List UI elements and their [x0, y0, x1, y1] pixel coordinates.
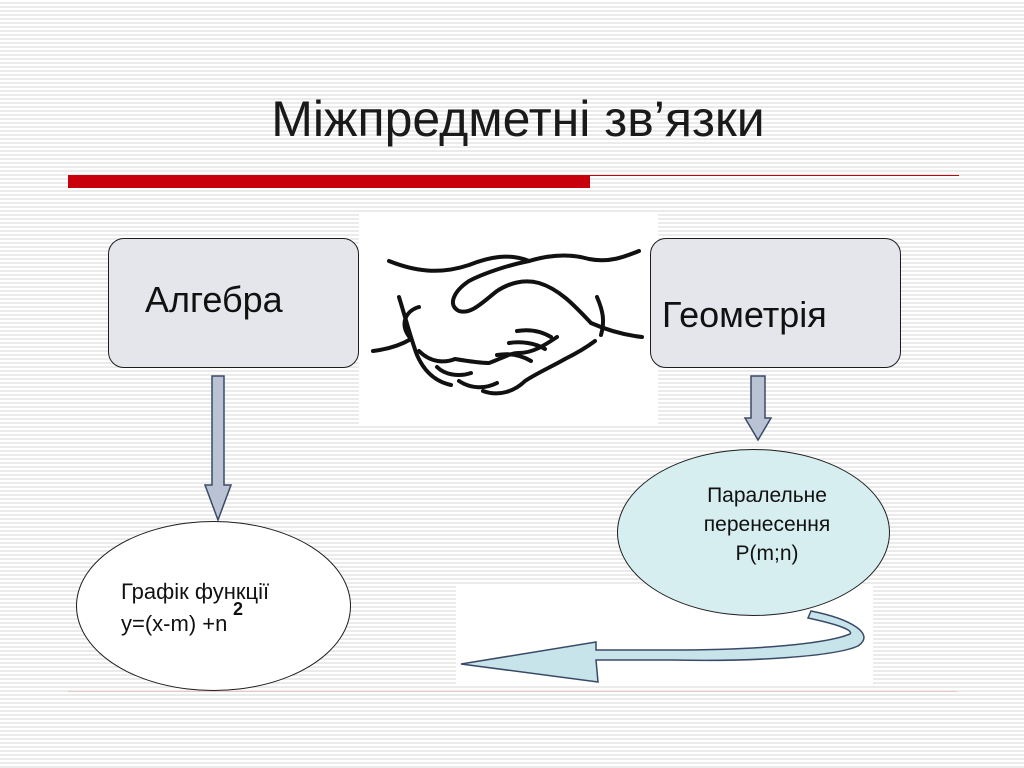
arrow-algebra-down — [203, 375, 233, 523]
slide-title: Міжпредметні зв’язки — [271, 91, 765, 147]
geometry-box: Геометрія — [650, 238, 901, 368]
parallel-line-2: перенесення — [703, 513, 831, 536]
bottom-divider — [68, 691, 957, 692]
arrow-geometry-down — [743, 375, 773, 442]
title-divider-thin — [68, 175, 959, 176]
parallel-line-1: Паралельне — [707, 484, 827, 507]
geometry-label: Геометрія — [662, 294, 827, 335]
parallel-translation-text: Паралельне перенесення P(m;n) — [652, 481, 882, 568]
title-divider-thick — [68, 176, 590, 188]
algebra-box: Алгебра — [108, 238, 359, 368]
curved-return-arrow — [460, 610, 865, 683]
parallel-translation-ellipse — [617, 449, 890, 616]
formula-exponent: 2 — [233, 599, 244, 619]
handshake-icon — [359, 213, 658, 425]
function-graph-ellipse — [76, 521, 351, 691]
algebra-label: Алгебра — [145, 279, 283, 320]
graph-caption: Графік функції — [121, 579, 270, 604]
parallel-line-3: P(m;n) — [735, 542, 799, 565]
graph-formula: y=(x-m) +n — [121, 611, 228, 636]
